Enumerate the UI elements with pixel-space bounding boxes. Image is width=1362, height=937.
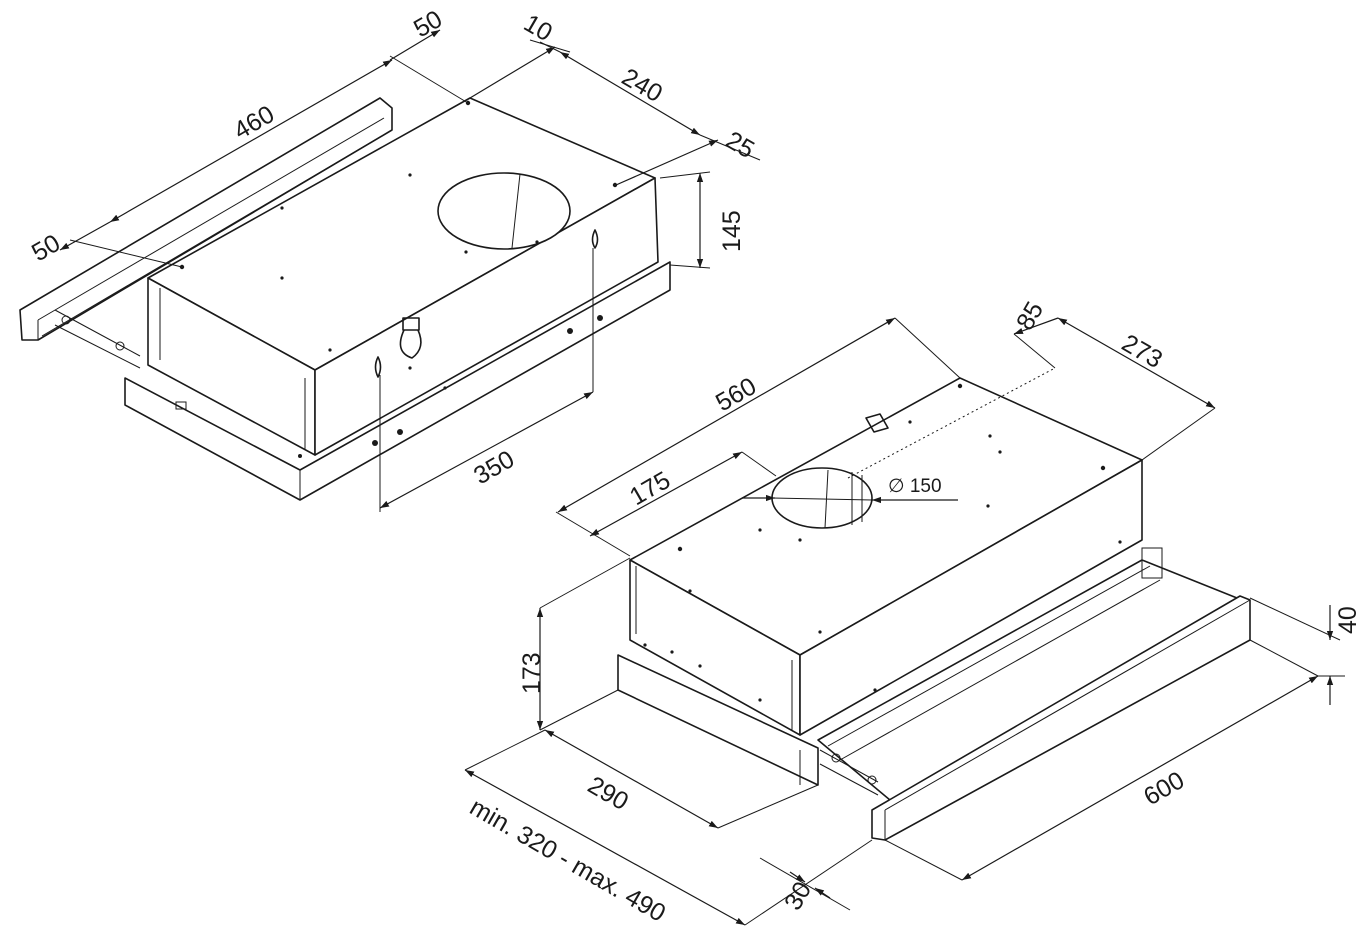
upper-mounting-hooks [374,229,599,378]
dim-left-50: 50 [27,229,65,267]
upper-duct-opening [437,172,571,250]
dim-10: 10 [519,9,557,47]
lower-screw-dots [643,383,1122,702]
lower-body [629,377,1143,736]
dim-460: 460 [229,100,279,145]
dim-240: 240 [617,63,667,108]
dim-25: 25 [721,126,759,164]
dim-173: 173 [518,652,546,694]
upper-hood-view [19,97,671,501]
dim-extension-range: min. 320 - max. 490 [465,793,670,928]
upper-front-strip [124,261,671,501]
dim-145: 145 [718,210,746,252]
dim-560: 560 [711,372,761,417]
lower-hood-view [617,377,1251,841]
lower-slide-rail [819,749,879,796]
dim-175: 175 [625,466,675,511]
dim-diameter-150: ∅ 150 [888,476,942,497]
upper-slide-rail [54,309,187,410]
lower-dimension-lines [464,317,1345,926]
dim-273: 273 [1117,329,1167,374]
dim-30: 30 [779,877,817,915]
dim-350: 350 [469,445,519,490]
dim-85: 85 [1011,297,1049,335]
dim-top-50: 50 [409,5,447,43]
upper-body [147,97,659,456]
dim-40: 40 [1334,606,1362,634]
dim-290: 290 [583,771,633,816]
dim-600: 600 [1139,766,1189,811]
